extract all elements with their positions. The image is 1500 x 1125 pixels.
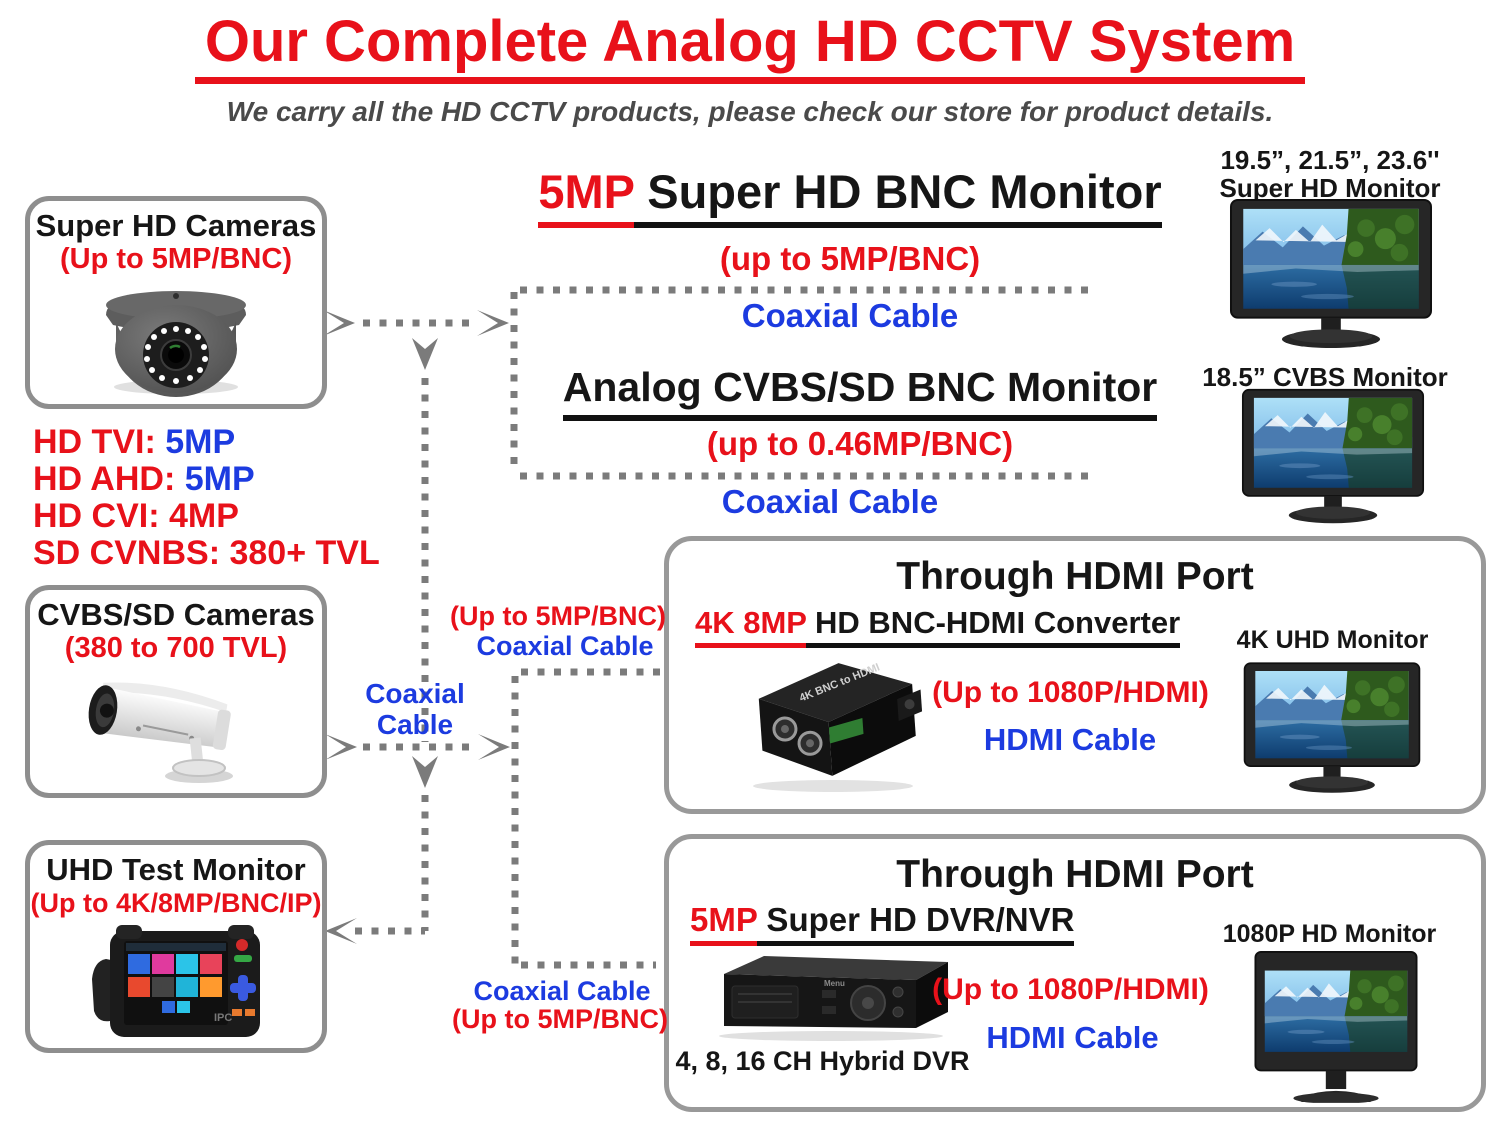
uhd-test-monitor-title: UHD Test Monitor: [46, 852, 306, 887]
hdmi-cable-label-1: HDMI Cable: [983, 722, 1157, 757]
upto-5mp-label-bottom: (Up to 5MP/BNC): [452, 1004, 668, 1034]
super-hd-monitor-image: [1228, 198, 1434, 350]
page-subtitle: We carry all the HD CCTV products, pleas…: [226, 96, 1274, 127]
super-hd-cameras-title: Super HD Cameras: [35, 208, 317, 243]
svg-text:IPC: IPC: [214, 1012, 232, 1024]
uhd-test-monitor-box: UHD Test Monitor (Up to 4K/8MP/BNC/IP): [25, 840, 327, 1053]
hd-monitor-label: 1080P HD Monitor: [1222, 920, 1437, 948]
through-hdmi-port-title-1: Through HDMI Port: [896, 555, 1254, 598]
bnc-monitor-subtitle: (up to 5MP/BNC): [719, 240, 981, 277]
coaxial-cable-label-mid: Coaxial Cable: [721, 483, 939, 520]
bnc-monitor-heading: 5MP Super HD BNC Monitor: [440, 165, 1260, 228]
cvbs-monitor-label: 18.5” CVBS Monitor: [1202, 362, 1448, 392]
through-hdmi-port-title-2: Through HDMI Port: [896, 853, 1254, 896]
dvr-heading-highlight: 5MP: [690, 901, 758, 946]
arrow-right-4: [478, 734, 510, 760]
coaxial-cable-label-trunk: Coaxial Cable: [350, 678, 480, 740]
bnc-hdmi-converter-image: 4K BNC to HDMI: [753, 661, 923, 792]
dvr-upto-label: (Up to 1080P/HDMI): [932, 973, 1209, 1006]
super-hd-cameras-subtitle: (Up to 5MP/BNC): [60, 243, 292, 275]
coaxial-cable-label-branch: Coaxial Cable: [476, 631, 654, 661]
camera-spec-list: HD TVI: 5MP HD AHD: 5MP HD CVI: 4MP SD C…: [33, 424, 380, 572]
upto-5mp-label-top: (Up to 5MP/BNC): [450, 601, 666, 631]
arrow-right-1: [323, 310, 355, 336]
spec-row: SD CVNBS: 380+ TVL: [33, 534, 380, 572]
dome-camera-image: [106, 291, 246, 397]
uhd-monitor-image: [1242, 654, 1422, 802]
coaxial-cable-label-bottom: Coaxial Cable: [473, 976, 651, 1006]
test-monitor-image: IPC: [92, 925, 260, 1037]
page-title: Our Complete Analog HD CCTV System: [0, 10, 1500, 84]
cable-word: Cable: [376, 709, 454, 740]
spec-row: HD TVI: 5MP: [33, 423, 236, 461]
cvbs-sd-cameras-title: CVBS/SD Cameras: [37, 597, 315, 632]
arrow-down-1: [412, 338, 438, 370]
converter-heading-rest: HD BNC-HDMI Converter: [806, 605, 1181, 648]
super-hd-cameras-box: Super HD Cameras (Up to 5MP/BNC): [25, 196, 327, 409]
cvbs-sd-cameras-box: CVBS/SD Cameras (380 to 700 TVL): [25, 585, 327, 798]
monitor-sizes-label: 19.5”, 21.5”, 23.6'': [1220, 145, 1440, 175]
dvr-heading-rest: Super HD DVR/NVR: [757, 901, 1075, 946]
super-hd-monitor-label: 19.5”, 21.5”, 23.6'' Super HD Monitor: [1195, 146, 1465, 202]
coaxial-word: Coaxial: [365, 678, 465, 709]
dvr-heading: 5MP Super HD DVR/NVR: [690, 901, 1075, 946]
hybrid-dvr-image: Menu: [719, 956, 948, 1041]
converter-heading: 4K 8MP HD BNC-HDMI Converter: [695, 605, 1181, 648]
spec-row: HD CVI: 4MP: [33, 497, 239, 535]
svg-text:Menu: Menu: [824, 979, 845, 988]
converter-heading-highlight: 4K 8MP: [695, 605, 807, 648]
cvbs-sd-cameras-subtitle: (380 to 700 TVL): [64, 632, 288, 664]
hd-monitor-image: [1248, 950, 1424, 1103]
bullet-camera-image: [88, 682, 233, 783]
uhd-monitor-label: 4K UHD Monitor: [1236, 626, 1429, 654]
coaxial-cable-label-top: Coaxial Cable: [741, 297, 959, 334]
hdmi-cable-label-2: HDMI Cable: [986, 1020, 1159, 1055]
bnc-heading-highlight: 5MP: [538, 165, 635, 228]
spec-row: HD AHD: 5MP: [33, 460, 255, 498]
arrow-left-1: [325, 918, 357, 944]
arrow-down-2: [412, 756, 438, 788]
uhd-test-monitor-subtitle: (Up to 4K/8MP/BNC/IP): [30, 888, 322, 918]
bnc-heading-rest: Super HD BNC Monitor: [634, 165, 1162, 228]
cvbs-monitor-image: [1240, 388, 1426, 525]
monitor-type-label: Super HD Monitor: [1219, 173, 1441, 203]
converter-upto-label: (Up to 1080P/HDMI): [932, 676, 1209, 709]
hybrid-dvr-label: 4, 8, 16 CH Hybrid DVR: [675, 1046, 970, 1076]
cvbs-monitor-heading: Analog CVBS/SD BNC Monitor: [460, 364, 1260, 421]
cvbs-monitor-subtitle: (up to 0.46MP/BNC): [706, 425, 1014, 462]
